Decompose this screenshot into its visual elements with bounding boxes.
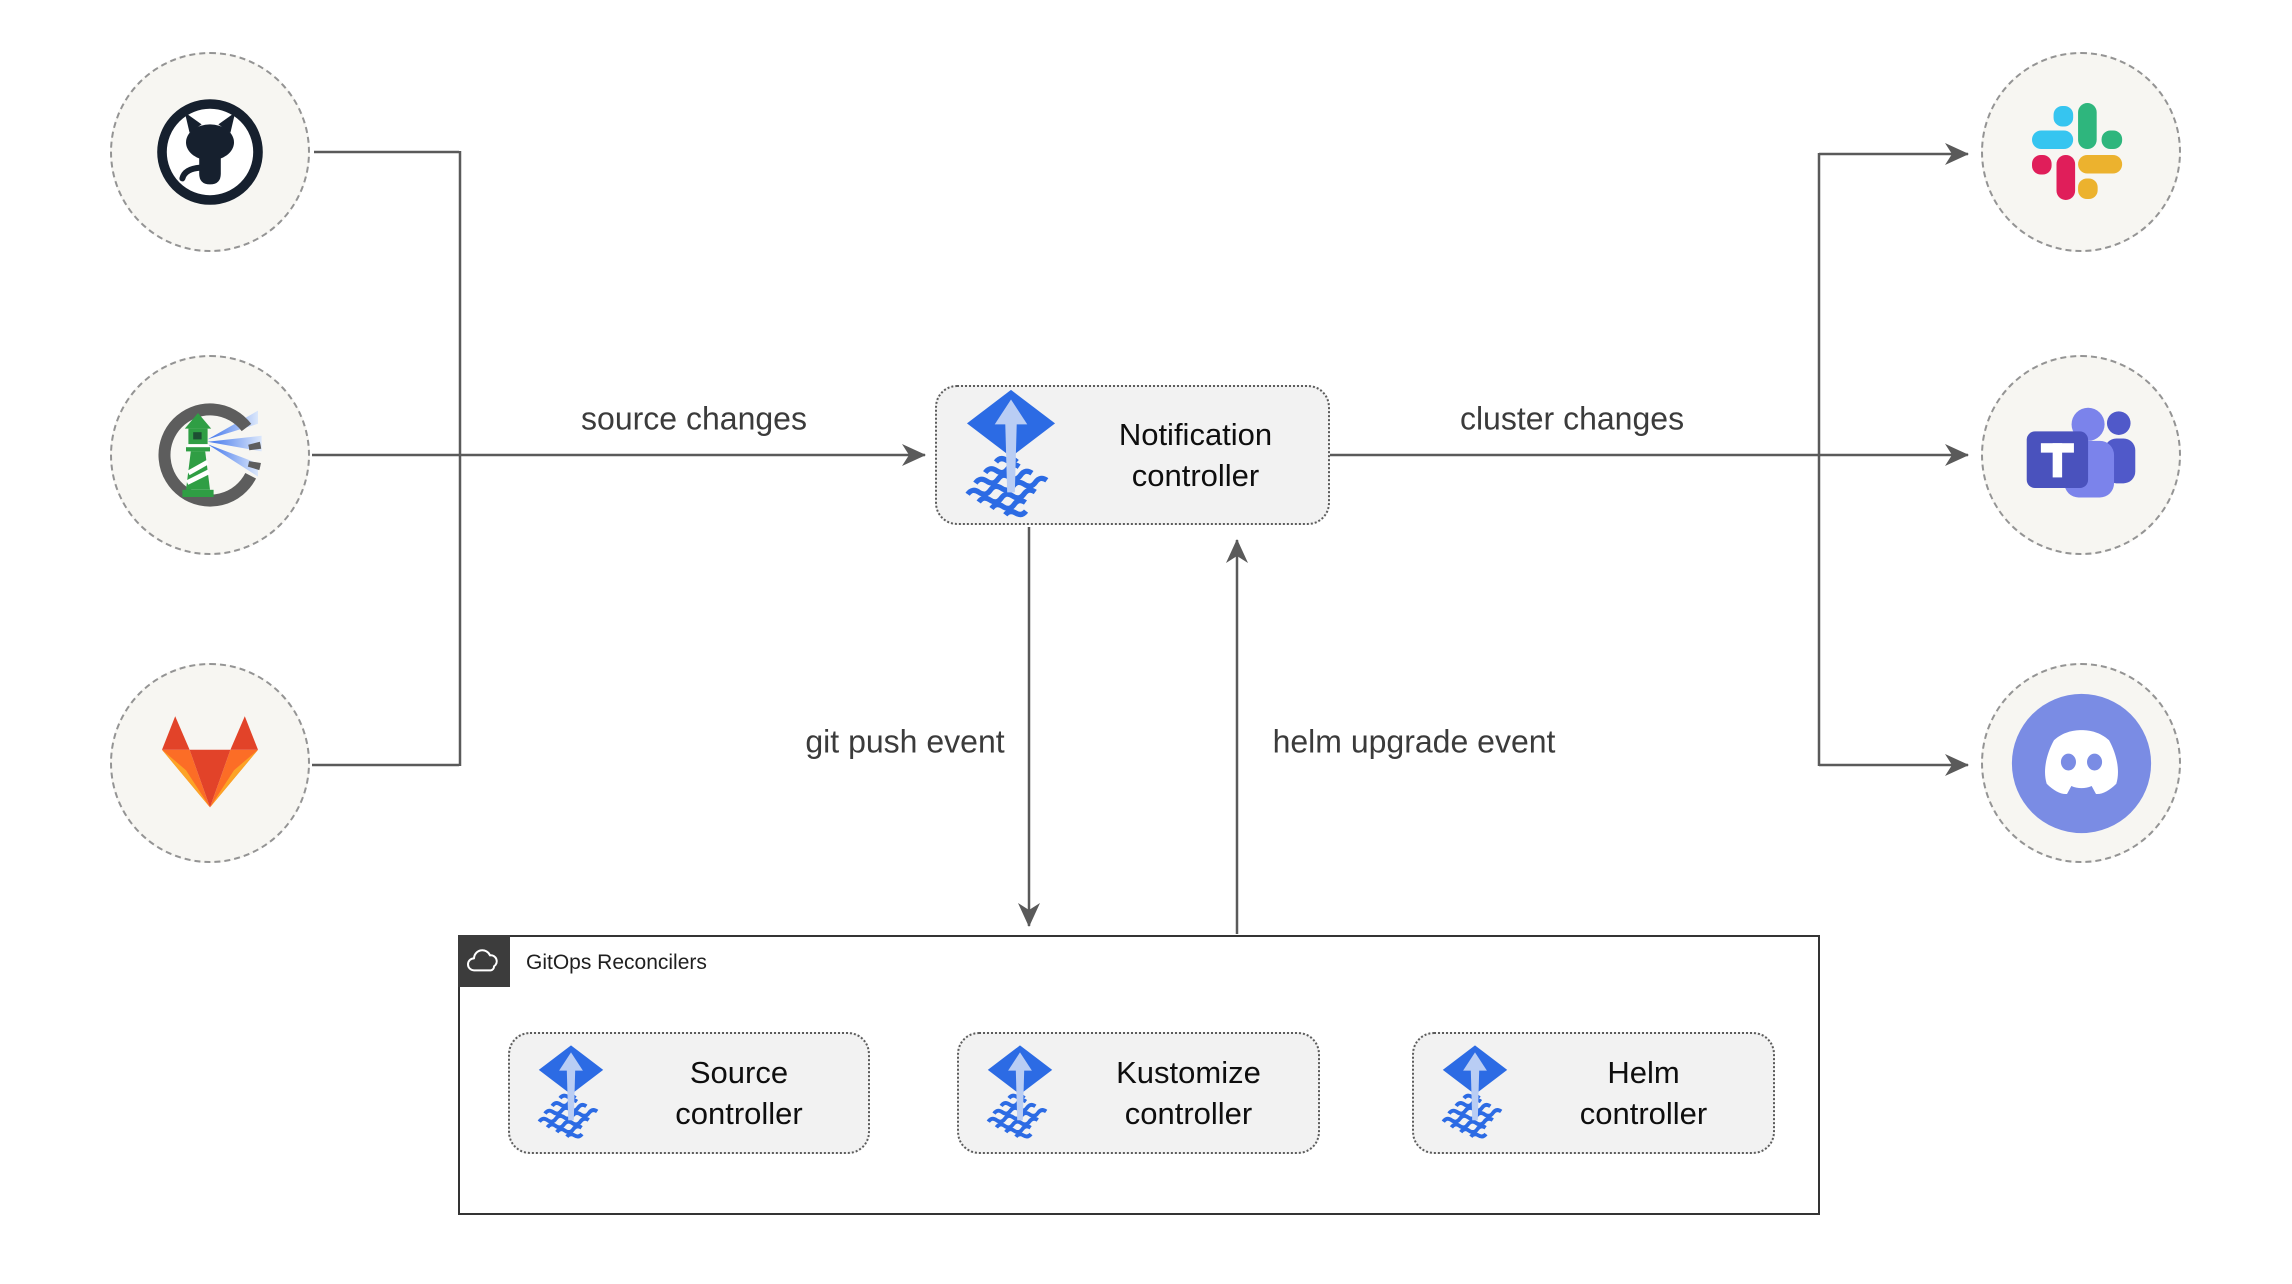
source-label-line2: controller [675,1096,803,1131]
helm-controller-box: Helm controller [1412,1032,1775,1154]
slack-node [1981,52,2181,252]
group-title: GitOps Reconcilers [526,951,707,974]
flux-icon [537,1045,604,1139]
kustomize-controller-label: Kustomize controller [1069,1052,1308,1134]
helm-controller-label: Helm controller [1524,1052,1763,1134]
gitops-reconcilers-group: GitOps Reconcilers Source controlle [457,934,1820,1215]
gitlab-node [110,663,310,863]
edge-label-cluster-changes: cluster changes [1459,400,1685,437]
discord-node [1981,663,2181,863]
notification-controller-label: Notification controller [1073,414,1318,496]
harbor-icon [158,403,262,507]
discord-icon [2011,693,2151,833]
github-icon [157,99,263,205]
helm-label-line1: Helm [1607,1055,1680,1090]
notification-label-line1: Notification [1118,417,1273,452]
gitlab-icon [162,716,258,808]
kustomize-controller-box: Kustomize controller [957,1032,1320,1154]
notification-controller-box: Notification controller [935,385,1330,525]
flux-icon [1441,1045,1508,1139]
cloud-icon [466,948,498,971]
teams-icon [2026,407,2136,498]
teams-node [1981,355,2181,555]
group-badge [457,934,510,987]
kustomize-label-line2: controller [1124,1096,1253,1131]
github-node [110,52,310,252]
kustomize-label-line1: Kustomize [1116,1055,1261,1090]
notification-label-line2: controller [1131,458,1260,493]
helm-label-line2: controller [1579,1096,1708,1131]
edge-label-source-changes: source changes [581,400,807,437]
edge-label-git-push-event: git push event [805,723,1005,760]
source-label-line1: Source [689,1055,789,1090]
edge-label-helm-upgrade-event: helm upgrade event [1272,723,1556,760]
harbor-node [110,355,310,555]
slack-icon [2032,103,2123,201]
flux-icon [986,1045,1053,1139]
flux-icon [965,389,1056,518]
source-controller-label: Source controller [620,1052,858,1134]
source-controller-box: Source controller [508,1032,870,1154]
